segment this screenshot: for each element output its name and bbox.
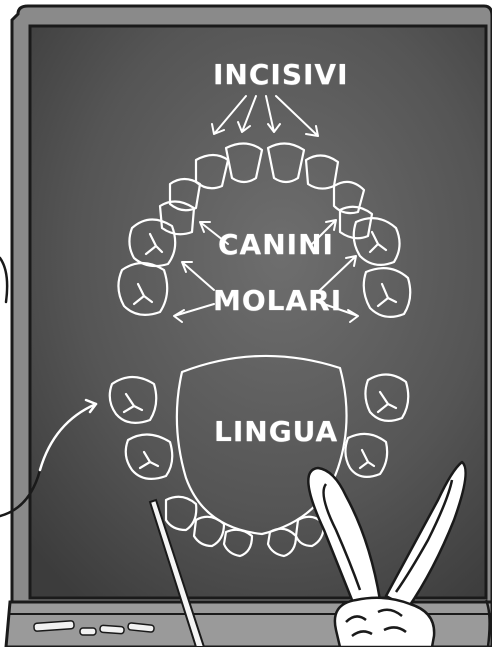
arrow-icon	[0, 258, 7, 302]
label-incisivi: INCISIVI	[213, 58, 349, 91]
label-lingua: LINGUA	[214, 415, 338, 448]
label-molari: MOLARI	[213, 284, 342, 317]
label-canini: CANINI	[218, 228, 334, 261]
